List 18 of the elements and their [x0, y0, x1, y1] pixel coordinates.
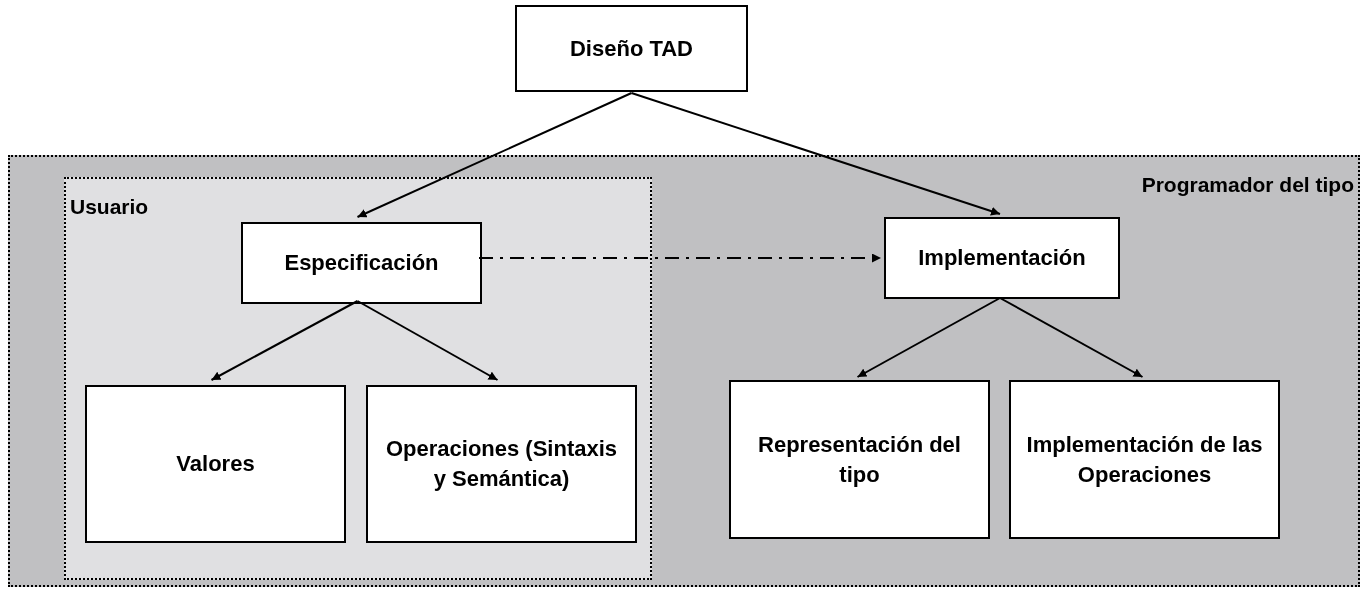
group-region: [8, 155, 1360, 587]
arrow: [999, 297, 1144, 378]
process-box: Operaciones (Sintaxis y Semántica): [366, 385, 637, 543]
group-heading: Programador del tipo: [1141, 174, 1354, 195]
arrow: [856, 297, 1001, 378]
process-box: Especificación: [241, 222, 482, 304]
arrow: [356, 300, 499, 381]
process-box: Valores: [85, 385, 346, 543]
arrow: [356, 92, 633, 218]
arrow: [210, 300, 359, 381]
group-region: [64, 177, 652, 580]
arrow: [478, 253, 882, 263]
process-box: Implementación: [884, 217, 1120, 299]
process-box: Representación del tipo: [729, 380, 990, 539]
group-heading: Usuario: [70, 196, 149, 217]
process-box: Diseño TAD: [515, 5, 748, 92]
arrow: [630, 92, 1001, 216]
process-box: Implementación de las Operaciones: [1009, 380, 1280, 539]
